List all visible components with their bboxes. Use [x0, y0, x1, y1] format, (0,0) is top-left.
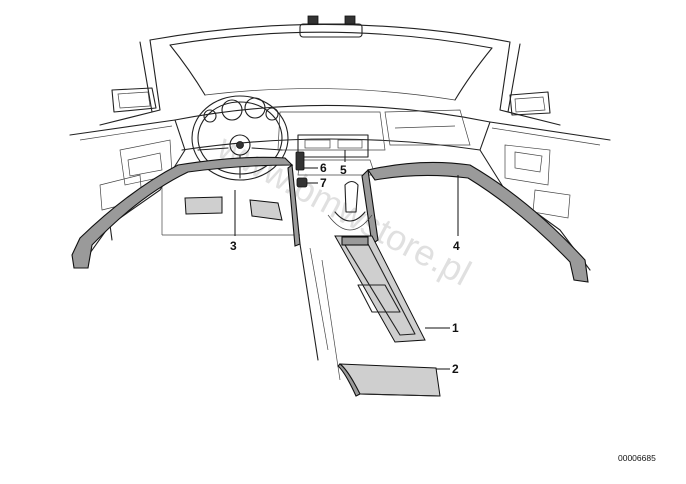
callout-2: 2	[452, 362, 459, 376]
part-6-switch	[295, 151, 305, 171]
rear-view-mirror	[299, 15, 363, 38]
callout-5: 5	[340, 163, 347, 177]
leader-lines	[234, 150, 459, 370]
part-3-left-trim	[71, 156, 301, 269]
watermark: www.bmwstore.pl	[210, 125, 477, 293]
left-side-mirror	[111, 87, 157, 113]
steering-wheel	[191, 95, 289, 181]
callout-6: 6	[320, 161, 327, 175]
gear-shifter	[327, 180, 373, 231]
right-door	[479, 121, 611, 271]
instrument-cluster	[203, 97, 279, 123]
callout-7: 7	[320, 176, 327, 190]
left-knee-panels	[161, 185, 300, 236]
document-id: 00006685	[618, 453, 656, 463]
center-tunnel	[299, 243, 341, 381]
part-7-knob	[296, 177, 308, 188]
part-4-right-trim	[361, 161, 589, 283]
part-1-console-trim	[334, 235, 426, 343]
a-pillars	[99, 39, 561, 126]
right-side-mirror	[509, 91, 551, 116]
callout-4: 4	[453, 239, 460, 253]
callout-1: 1	[452, 321, 459, 335]
callout-3: 3	[230, 239, 237, 253]
windshield	[149, 23, 511, 101]
part-2-tray-cover	[337, 363, 441, 397]
